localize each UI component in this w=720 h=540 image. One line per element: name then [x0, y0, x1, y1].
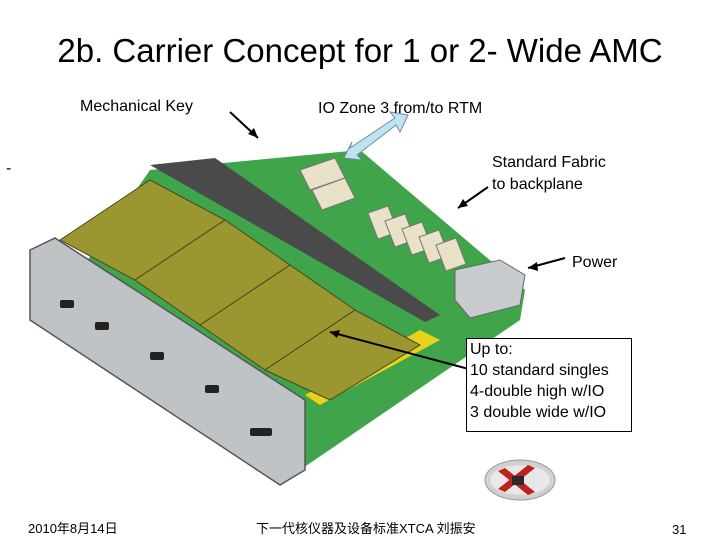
slide-title: 2b. Carrier Concept for 1 or 2- Wide AMC — [57, 32, 663, 69]
footer-date: 2010年8月14日 — [28, 521, 118, 536]
label-mechanical-key: Mechanical Key — [80, 98, 193, 115]
rear-rail — [150, 158, 440, 322]
callout-line: Up to: — [470, 341, 513, 358]
label-fabric-line1: Standard Fabric — [492, 154, 606, 171]
callout-line: 10 standard singles — [470, 362, 609, 379]
small-mark: - — [6, 160, 12, 177]
page-number: 31 — [672, 522, 687, 537]
fabric-connector-row — [367, 205, 467, 272]
io-zone-double-arrow — [343, 111, 409, 161]
front-handles — [60, 300, 272, 436]
callout-line: 3 double wide w/IO — [470, 404, 607, 421]
rtm-connector-group — [299, 157, 356, 211]
footer-center-text: 下一代核仪器及设备标准XTCA 刘振安 — [256, 521, 476, 536]
label-power: Power — [572, 254, 618, 271]
callout-line: 4-double high w/IO — [470, 383, 605, 400]
amc-module-group — [59, 179, 422, 401]
callout-arrow — [329, 331, 481, 373]
label-io-zone: IO Zone 3 from/to RTM — [318, 100, 483, 117]
label-fabric-line2: to backplane — [492, 176, 583, 193]
power-block — [454, 259, 526, 319]
front-panel-frame — [29, 237, 306, 486]
amc-module — [263, 309, 422, 401]
capacity-callout: Up to: 10 standard singles 4-double high… — [466, 338, 632, 432]
xtca-logo — [484, 459, 556, 501]
